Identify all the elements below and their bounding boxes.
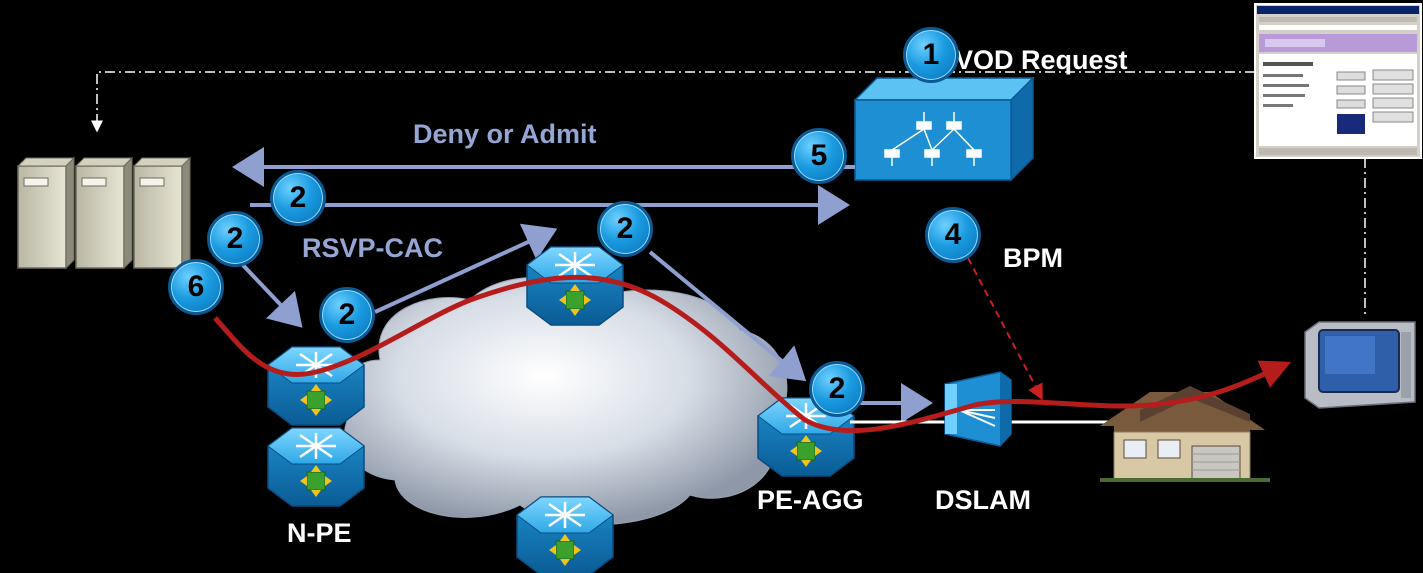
policy-server-icon bbox=[853, 76, 1035, 182]
step-badge-2: 2 bbox=[207, 211, 263, 267]
step-badge-5: 5 bbox=[791, 128, 847, 184]
router-icon bbox=[266, 426, 366, 508]
router-icon bbox=[515, 495, 615, 573]
step-badge-4: 4 bbox=[925, 207, 981, 263]
vod-request-label: VOD Request bbox=[955, 45, 1128, 75]
step-badge-6: 6 bbox=[168, 259, 224, 315]
step-badge-1: 1 bbox=[903, 27, 959, 83]
signal-dashed-path bbox=[91, 71, 1366, 318]
dslam-label: DSLAM bbox=[935, 485, 1031, 515]
rsvp-flow-arrows bbox=[232, 147, 933, 423]
step-badge-2: 2 bbox=[597, 201, 653, 257]
rsvp-cac-label: RSVP-CAC bbox=[302, 233, 444, 263]
house-icon bbox=[1100, 386, 1270, 482]
bpm-dashed-arrow bbox=[967, 257, 1043, 401]
pe-agg-label: PE-AGG bbox=[757, 485, 864, 515]
browser-window-icon bbox=[1254, 3, 1422, 159]
n-pe-label: N-PE bbox=[287, 518, 352, 548]
server-icon bbox=[16, 156, 192, 270]
router-icon bbox=[525, 245, 625, 327]
step-badge-2: 2 bbox=[809, 361, 865, 417]
tv-icon bbox=[1304, 321, 1416, 409]
step-badge-2: 2 bbox=[319, 287, 375, 343]
deny-or-admit-label: Deny or Admit bbox=[413, 119, 597, 149]
video-stream-path bbox=[213, 274, 1292, 434]
bpm-label: BPM bbox=[1003, 243, 1063, 273]
step-badge-2: 2 bbox=[270, 170, 326, 226]
dslam-icon bbox=[944, 371, 1012, 447]
